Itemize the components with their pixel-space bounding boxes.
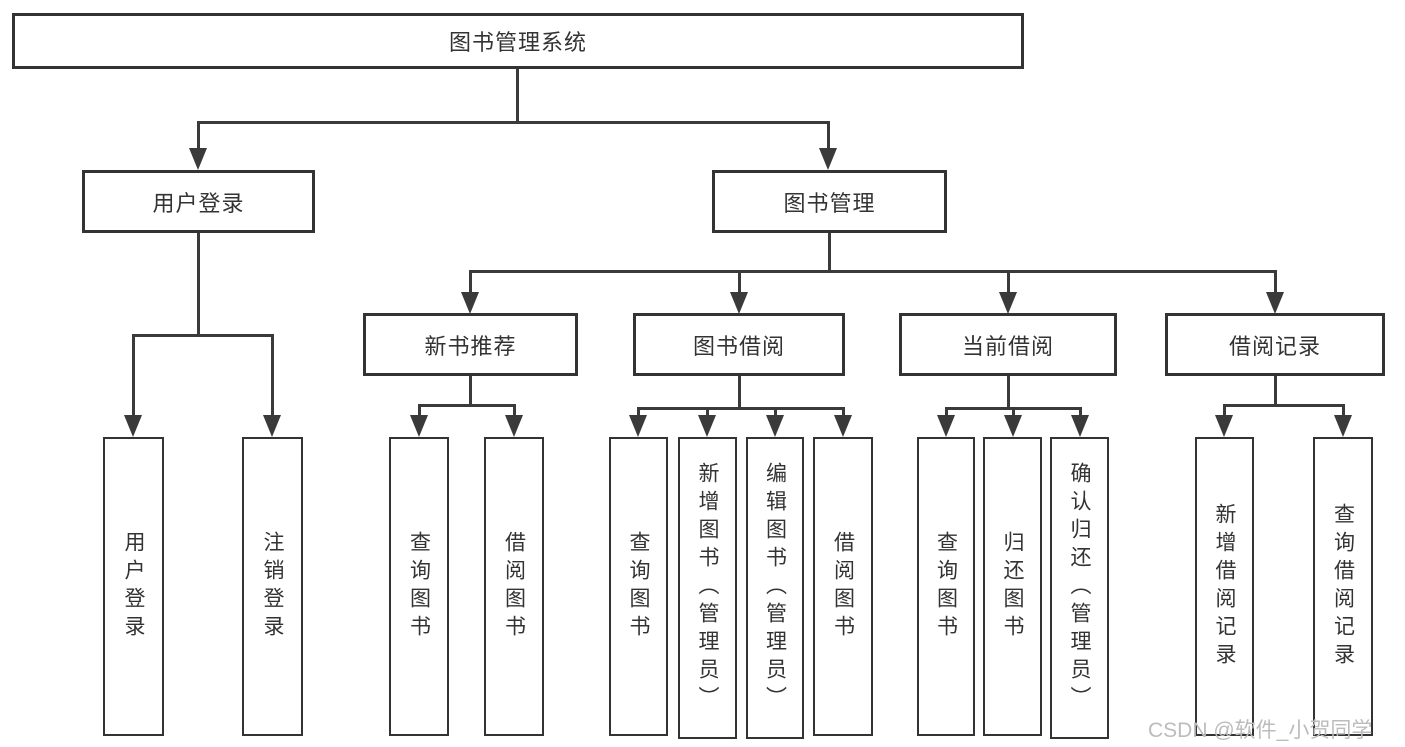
connector-book-mgmt-stem [828, 232, 831, 273]
leaf-nb-query-books-label: 查询图书 [407, 530, 431, 643]
leaf-br-query-record-label: 查询借阅记录 [1331, 502, 1355, 671]
node-new-book-recommend: 新书推荐 [363, 313, 578, 376]
connector-drop-book-borrow [738, 270, 741, 294]
leaf-nb-query-books: 查询图书 [389, 437, 449, 736]
arrow-down-icon [189, 148, 207, 170]
connector-current-borrow-stem [1007, 376, 1010, 410]
connector-user-login-bus [132, 334, 274, 337]
connector-borrow-record-bus [1223, 404, 1344, 407]
connector-drop-br-query [1342, 404, 1345, 417]
node-root-system-label: 图书管理系统 [448, 30, 587, 55]
arrow-down-icon [1334, 415, 1352, 437]
connector-drop-leaf-logout [271, 334, 274, 417]
connector-drop-leaf-login [132, 334, 135, 417]
leaf-br-add-record-label: 新增借阅记录 [1213, 502, 1237, 671]
node-root-system: 图书管理系统 [12, 13, 1024, 69]
leaf-logout: 注销登录 [242, 437, 303, 736]
leaf-nb-borrow-books: 借阅图书 [484, 437, 544, 736]
arrow-down-icon [999, 292, 1017, 314]
connector-drop-nb-borrow [513, 404, 516, 417]
leaf-bb-borrow-books: 借阅图书 [813, 437, 873, 736]
arrow-down-icon [124, 415, 142, 437]
connector-drop-new-book [469, 270, 472, 294]
leaf-user-login-label: 用户登录 [122, 530, 146, 643]
connector-root-stem [516, 69, 519, 123]
arrow-down-icon [819, 148, 837, 170]
leaf-bb-borrow-books-label: 借阅图书 [831, 530, 855, 643]
node-book-borrowing-label: 图书借阅 [692, 333, 785, 359]
connector-root-bus [197, 121, 830, 124]
node-book-management-label: 图书管理 [783, 190, 876, 216]
leaf-user-login: 用户登录 [103, 437, 164, 736]
connector-drop-user-login [197, 121, 200, 152]
connector-user-login-stem [197, 232, 200, 336]
connector-drop-bb-add [706, 407, 709, 417]
node-current-borrowing: 当前借阅 [899, 313, 1117, 376]
connector-new-book-stem [469, 376, 472, 407]
arrow-down-icon [461, 292, 479, 314]
connector-drop-bb-edit [774, 407, 777, 417]
connector-book-borrow-stem [738, 376, 741, 410]
arrow-down-icon [730, 292, 748, 314]
connector-book-mgmt-bus [469, 270, 1277, 273]
node-book-management: 图书管理 [712, 170, 947, 233]
arrow-down-icon [263, 415, 281, 437]
connector-drop-nb-query [418, 404, 421, 417]
leaf-cb-confirm-return-admin-label: 确认归还（管理员） [1068, 462, 1092, 714]
node-book-borrowing: 图书借阅 [633, 313, 845, 376]
arrow-down-icon [505, 415, 523, 437]
arrow-down-icon [698, 415, 716, 437]
leaf-bb-edit-books-admin: 编辑图书（管理员） [746, 437, 804, 739]
connector-new-book-bus [418, 404, 515, 407]
arrow-down-icon [834, 415, 852, 437]
arrow-down-icon [1004, 415, 1022, 437]
connector-drop-bb-borrow [842, 407, 845, 417]
leaf-bb-query-books-label: 查询图书 [627, 530, 651, 643]
leaf-br-query-record: 查询借阅记录 [1313, 437, 1373, 736]
node-user-login-label: 用户登录 [152, 190, 245, 216]
leaf-nb-borrow-books-label: 借阅图书 [502, 530, 526, 643]
connector-drop-cb-confirm [1079, 407, 1082, 417]
node-borrow-records-label: 借阅记录 [1228, 333, 1321, 359]
connector-book-borrow-bus [637, 407, 844, 410]
connector-borrow-record-stem [1274, 376, 1277, 407]
node-user-login: 用户登录 [82, 170, 315, 233]
leaf-cb-return-books: 归还图书 [983, 437, 1042, 736]
leaf-cb-query-books: 查询图书 [917, 437, 975, 736]
connector-drop-borrow-record [1274, 270, 1277, 294]
leaf-bb-edit-books-admin-label: 编辑图书（管理员） [763, 462, 787, 714]
arrow-down-icon [937, 415, 955, 437]
arrow-down-icon [1071, 415, 1089, 437]
connector-drop-book-mgmt [827, 121, 830, 152]
connector-drop-cb-return [1012, 407, 1015, 417]
arrow-down-icon [629, 415, 647, 437]
leaf-cb-query-books-label: 查询图书 [934, 530, 958, 643]
connector-drop-br-add [1223, 404, 1226, 417]
node-new-book-recommend-label: 新书推荐 [424, 333, 517, 359]
arrow-down-icon [1215, 415, 1233, 437]
leaf-br-add-record: 新增借阅记录 [1195, 437, 1254, 736]
leaf-bb-query-books: 查询图书 [609, 437, 668, 736]
arrow-down-icon [1266, 292, 1284, 314]
leaf-logout-label: 注销登录 [261, 530, 285, 643]
leaf-cb-confirm-return-admin: 确认归还（管理员） [1050, 437, 1109, 739]
connector-drop-current-borrow [1007, 270, 1010, 294]
connector-drop-bb-query [637, 407, 640, 417]
node-current-borrowing-label: 当前借阅 [961, 333, 1054, 359]
arrow-down-icon [410, 415, 428, 437]
connector-drop-cb-query [945, 407, 948, 417]
leaf-bb-add-books-admin: 新增图书（管理员） [678, 437, 737, 739]
arrow-down-icon [766, 415, 784, 437]
node-borrow-records: 借阅记录 [1165, 313, 1385, 376]
leaf-cb-return-books-label: 归还图书 [1001, 530, 1025, 643]
csdn-watermark: CSDN @软件_小贺同学 [1148, 719, 1373, 742]
leaf-bb-add-books-admin-label: 新增图书（管理员） [696, 462, 720, 714]
